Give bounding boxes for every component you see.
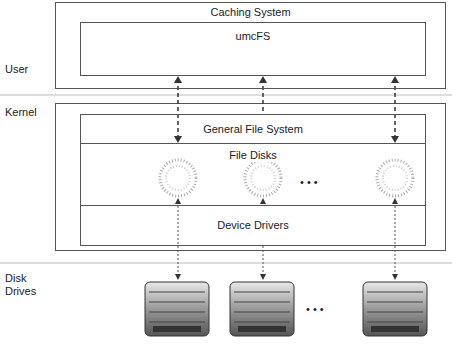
node-text: Device Drivers	[214, 206, 292, 245]
region-label: Disk Drives	[5, 272, 39, 298]
region-separator	[0, 263, 452, 264]
driver-links	[178, 202, 395, 276]
caching-system-box: Caching System umcFS	[55, 2, 446, 89]
umcfs-box: umcFS	[80, 22, 426, 76]
region-label: • • •	[306, 303, 324, 316]
disk-drive-icons	[145, 282, 427, 336]
region-label: User	[5, 63, 28, 76]
node-text: General File System	[200, 115, 306, 143]
node-text: umcFS	[233, 30, 274, 43]
node-text: Caching System	[207, 6, 293, 19]
dashed-arrow	[174, 76, 182, 143]
region-label: Kernel	[5, 106, 37, 119]
driver-link-heads	[175, 198, 398, 280]
general-file-system-band: General File System	[80, 114, 426, 144]
file-disks-band: File Disks	[80, 143, 426, 206]
node-text: File Disks	[226, 149, 280, 162]
file-disk-circles	[160, 160, 413, 196]
file-disk-circles-inner	[166, 166, 407, 190]
device-drivers-band: Device Drivers	[80, 205, 426, 246]
region-label: • • •	[300, 176, 318, 189]
region-separator	[0, 95, 452, 96]
dashed-arrow	[391, 76, 399, 143]
kernel-box	[56, 104, 446, 251]
